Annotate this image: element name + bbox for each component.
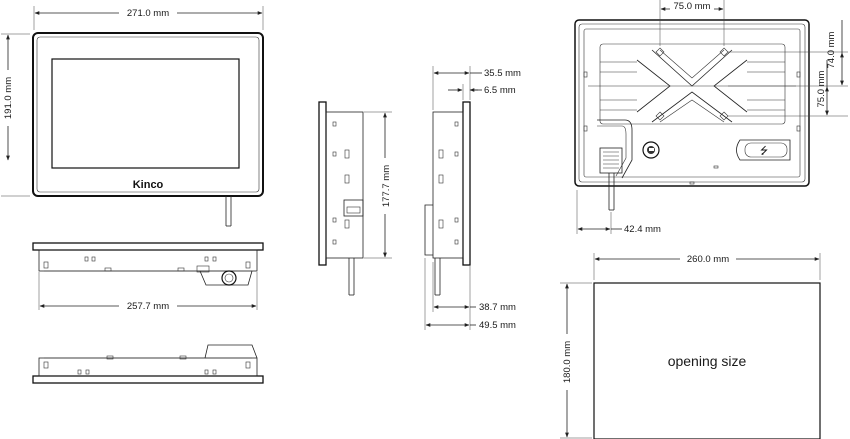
back-view: ⭍ 75.0 mm 74.0 mm 75.0 mm 42.4 mm	[574, 0, 848, 235]
side-view-left: 177.7 mm	[318, 101, 392, 296]
dim-side-depth-top: 35.5 mm	[484, 68, 521, 79]
opening-size-view: opening size 260.0 mm 180.0 mm	[560, 253, 821, 439]
dim-opening-height: 180.0 mm	[562, 341, 573, 383]
side-view-right: 35.5 mm 6.5 mm 38.7 mm 49.5 mm	[424, 66, 521, 331]
dim-bottom-width: 257.7 mm	[127, 301, 169, 312]
dim-side-height: 177.7 mm	[381, 165, 392, 207]
opening-size-label: opening size	[668, 353, 747, 369]
dim-back-hole-h: 75.0 mm	[674, 1, 711, 12]
top-view	[32, 344, 264, 384]
usb-icon: ⭍	[760, 145, 768, 157]
dim-side-depth-body: 38.7 mm	[479, 302, 516, 313]
front-view: Kinco 271.0 mm 191.0 mm	[1, 6, 264, 227]
brand-logo: Kinco	[133, 179, 164, 191]
dim-side-depth-bezel: 6.5 mm	[484, 85, 516, 96]
dim-side-depth-total: 49.5 mm	[479, 320, 516, 331]
dim-front-height: 191.0 mm	[3, 77, 14, 119]
dim-opening-width: 260.0 mm	[687, 254, 729, 265]
bottom-view: 257.7 mm	[32, 242, 264, 312]
dim-back-hole-v2: 75.0 mm	[816, 70, 827, 107]
dim-back-hole-v1: 74.0 mm	[826, 31, 837, 68]
dim-front-width: 271.0 mm	[127, 8, 169, 19]
dim-back-offset: 42.4 mm	[624, 224, 661, 235]
